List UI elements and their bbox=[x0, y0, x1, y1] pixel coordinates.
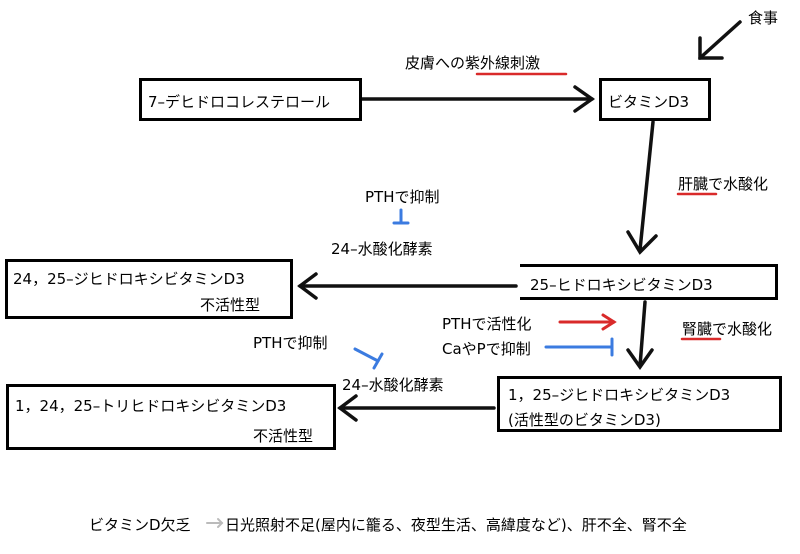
enzyme-label-1: 24–水酸化酵素 bbox=[331, 240, 433, 258]
node-label: 1，25–ジヒドロキシビタミンD3 bbox=[508, 386, 731, 404]
pth-activate-label: PTHで活性化 bbox=[442, 315, 532, 333]
node-label: 1，24，25–トリヒドロキシビタミンD3 bbox=[15, 397, 287, 415]
footer-causes: 日光照射不足(屋内に籠る、夜型生活、高緯度など)、肝不全、腎不全 bbox=[225, 516, 687, 534]
food-label: 食事 bbox=[748, 9, 779, 27]
emphasis-underlines bbox=[475, 72, 722, 341]
pth-inhibition-mark-1 bbox=[392, 208, 410, 225]
kidney-arrow bbox=[626, 300, 654, 371]
uv-arrow bbox=[360, 85, 596, 113]
footer-arrow bbox=[206, 518, 224, 528]
node-label: 25–ヒドロキシビタミンD3 bbox=[530, 276, 713, 294]
pth-inhibit-label-1: PTHで抑制 bbox=[365, 188, 440, 206]
pth-activation-arrow bbox=[558, 313, 617, 331]
enzyme-label-2: 24–水酸化酵素 bbox=[342, 376, 444, 394]
node-sublabel: 不活性型 bbox=[200, 296, 261, 314]
node-label: 24，25–ジヒドロキシビタミンD3 bbox=[13, 270, 245, 288]
node-sublabel: (活性型のビタミンD3) bbox=[508, 411, 661, 429]
uv-label-emphasis: 紫外線刺激 bbox=[465, 54, 541, 72]
uv-label: 皮膚への紫外線刺激 bbox=[405, 52, 540, 73]
ca-p-inhibition-mark bbox=[544, 337, 614, 357]
node-sublabel: 不活性型 bbox=[253, 427, 314, 445]
to-trihydroxy-arrow bbox=[337, 394, 496, 422]
uv-label-prefix: 皮膚への bbox=[405, 54, 466, 72]
pth-inhibition-mark-2 bbox=[353, 347, 384, 370]
liver-label-rest: で水酸化 bbox=[708, 175, 769, 193]
node-1-25-dihydroxy: 1，25–ジヒドロキシビタミンD3 (活性型のビタミンD3) bbox=[497, 376, 782, 432]
liver-label: 肝臓で水酸化 bbox=[678, 173, 768, 194]
node-label: 7–デヒドロコレステロール bbox=[148, 93, 331, 111]
footer-deficiency: ビタミンD欠乏 bbox=[89, 516, 191, 534]
node-24-25-dihydroxy: 24，25–ジヒドロキシビタミンD3 不活性型 bbox=[5, 259, 293, 319]
liver-arrow bbox=[626, 120, 658, 255]
node-label: ビタミンD3 bbox=[608, 93, 690, 111]
kidney-label-rest: で水酸化 bbox=[712, 320, 773, 338]
node-7-dehydrocholesterol: 7–デヒドロコレステロール bbox=[139, 78, 362, 121]
kidney-label-emphasis: 腎臓 bbox=[682, 320, 713, 338]
node-trihydroxy: 1，24，25–トリヒドロキシビタミンD3 不活性型 bbox=[6, 384, 336, 450]
pth-inhibit-label-2: PTHで抑制 bbox=[253, 334, 328, 352]
node-vitamin-d3: ビタミンD3 bbox=[599, 78, 711, 121]
node-25-hydroxy: 25–ヒドロキシビタミンD3 bbox=[520, 264, 778, 300]
to-24-25-arrow bbox=[297, 272, 518, 300]
liver-label-emphasis: 肝臓 bbox=[678, 175, 709, 193]
kidney-label: 腎臓で水酸化 bbox=[682, 318, 772, 339]
food-arrow bbox=[698, 20, 742, 60]
ca-p-inhibit-label: CaやPで抑制 bbox=[442, 340, 531, 358]
